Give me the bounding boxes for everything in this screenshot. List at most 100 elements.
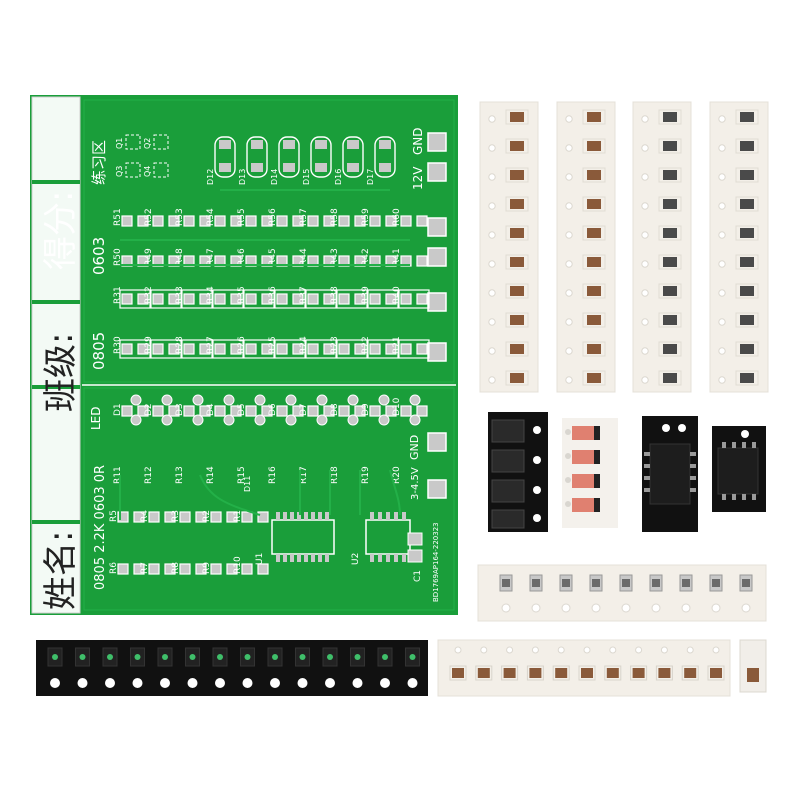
voltage-12v-label: 12V bbox=[411, 166, 425, 190]
pcb-silk-label: R21 bbox=[392, 336, 402, 354]
pcb-part-d3: D3 bbox=[175, 403, 211, 417]
pcb-part-r28: R28 bbox=[175, 336, 211, 355]
horizontal-tape-white-large bbox=[477, 564, 767, 622]
pcb-silk-label: R51 bbox=[113, 208, 123, 226]
pcb-silk-label: D1 bbox=[113, 403, 123, 416]
pcb-part-r17: R17 bbox=[299, 466, 309, 484]
board-code-label: BD1769AP164-220323 bbox=[432, 522, 440, 602]
pcb-silk-label: D6 bbox=[268, 403, 278, 416]
pcb-part-r59: R59 bbox=[361, 208, 397, 227]
pcb-part-d1: D1 bbox=[113, 403, 149, 417]
size-0603-label: 0603 bbox=[90, 237, 108, 275]
pcb-part-r8: R8 bbox=[171, 562, 207, 575]
pcb-silk-label: R27 bbox=[206, 336, 216, 354]
pcb-part-r56: R56 bbox=[268, 208, 304, 227]
soic-single bbox=[712, 426, 766, 512]
spec-line-label: 0805 2.2K 0603 0R bbox=[93, 465, 108, 590]
vertical-component-tapes bbox=[479, 101, 769, 393]
pcb-part-d9: D9 bbox=[361, 403, 397, 417]
pcb-silk-label: R39 bbox=[361, 286, 371, 304]
pcb-silk-label: R40 bbox=[392, 286, 402, 304]
pcb-part-r41: R41 bbox=[392, 248, 428, 267]
pcb-silk-label: R11 bbox=[113, 466, 123, 484]
vertical-tape-1 bbox=[479, 101, 539, 393]
edge-pads bbox=[427, 132, 447, 499]
pcb-silk-label: R59 bbox=[361, 208, 371, 226]
pcb-silk-label: D16 bbox=[334, 169, 343, 185]
pcb-silk-label: R17 bbox=[299, 466, 309, 484]
pcb-silk-label: R14 bbox=[206, 466, 216, 484]
pcb-part-r11: R11 bbox=[113, 466, 123, 484]
pcb-part-r12: R12 bbox=[144, 466, 154, 484]
pcb-silk-label: R31 bbox=[113, 286, 123, 304]
pcb-silk-label: Q2 bbox=[143, 138, 152, 149]
pcb-part-d5: D5 bbox=[237, 403, 273, 417]
pcb-part-r33: R33 bbox=[175, 286, 211, 305]
horizontal-tape-white-small bbox=[437, 639, 731, 697]
pcb-part-r13: R13 bbox=[175, 466, 185, 484]
pcb-part-r37: R37 bbox=[299, 286, 335, 305]
pcb-silk-label: R53 bbox=[175, 208, 185, 226]
pcb-part-r18: R18 bbox=[330, 466, 340, 484]
pcb-part-d13: D13 bbox=[238, 136, 268, 185]
pcb-part-q4: Q4 bbox=[143, 162, 169, 178]
pcb-part-q1: Q1 bbox=[115, 134, 141, 150]
pcb-part-r23: R23 bbox=[330, 336, 366, 355]
pcb-silk-label: D5 bbox=[237, 403, 247, 416]
size-0805-label: 0805 bbox=[90, 332, 108, 370]
pcb-silk-label: D8 bbox=[330, 403, 340, 416]
pcb-silk-label: R57 bbox=[299, 208, 309, 226]
pcb-part-r4: R4 bbox=[140, 510, 176, 523]
pcb-silk-label: R13 bbox=[175, 466, 185, 484]
pcb-part-r29: R29 bbox=[144, 336, 180, 355]
pcb-part-r52: R52 bbox=[144, 208, 180, 227]
pcb-silk-label: R32 bbox=[144, 286, 154, 304]
pcb-silk-label: R1 bbox=[233, 510, 243, 522]
soic-tape bbox=[642, 416, 698, 532]
pcb-part-r10: R10 bbox=[233, 556, 269, 575]
pcb-part-r40: R40 bbox=[392, 286, 428, 305]
pcb-traces bbox=[119, 189, 410, 520]
pcb-silk-label: R6 bbox=[109, 562, 119, 574]
pcb-silk-label: R43 bbox=[330, 248, 340, 266]
pcb-silk-label: D9 bbox=[361, 403, 371, 416]
pcb-silk-label: Q1 bbox=[115, 138, 124, 149]
pcb-part-r3: R3 bbox=[171, 510, 207, 523]
pcb-silk-label: R24 bbox=[299, 336, 309, 354]
pcb-part-r6: R6 bbox=[109, 562, 145, 575]
pcb-silk-label: D4 bbox=[206, 403, 216, 416]
pcb-part-r22: R22 bbox=[361, 336, 397, 355]
pcb-part-r35: R35 bbox=[237, 286, 273, 305]
pcb-silk-label: D3 bbox=[175, 403, 185, 416]
pcb-part-d2: D2 bbox=[144, 403, 180, 417]
pcb-silk-label: D13 bbox=[238, 169, 247, 185]
pcb-part-r26: R26 bbox=[237, 336, 273, 355]
pcb-silk-label: R35 bbox=[237, 286, 247, 304]
pcb-part-d7: D7 bbox=[299, 403, 335, 417]
pcb-silk-label: R36 bbox=[268, 286, 278, 304]
pcb-part-d4: D4 bbox=[206, 403, 242, 417]
pcb-silk-label: R16 bbox=[268, 466, 278, 484]
pcb-silk-label: R44 bbox=[299, 248, 309, 266]
pcb-silk-label: R33 bbox=[175, 286, 185, 304]
c1-label: C1 bbox=[413, 570, 423, 582]
pcb-silk-label: D12 bbox=[206, 169, 215, 185]
pcb-part-r36: R36 bbox=[268, 286, 304, 305]
pcb-silk-label: R23 bbox=[330, 336, 340, 354]
pcb-silk-label: R7 bbox=[140, 562, 150, 574]
gnd-mid-label: GND bbox=[408, 435, 421, 460]
pcb-part-r32: R32 bbox=[144, 286, 180, 305]
pcb-part-r34: R34 bbox=[206, 286, 242, 305]
pcb-silk-label: R9 bbox=[202, 562, 212, 574]
loose-component bbox=[739, 639, 767, 693]
pcb-part-r57: R57 bbox=[299, 208, 335, 227]
pcb-silk-label: R49 bbox=[144, 248, 154, 266]
pcb-part-r15: R15 bbox=[237, 466, 247, 484]
pcb-part-r53: R53 bbox=[175, 208, 211, 227]
pcb-silk-label: D10 bbox=[392, 397, 402, 416]
vertical-tape-2 bbox=[556, 101, 616, 393]
pcb-silk-label: R46 bbox=[237, 248, 247, 266]
horizontal-tape-black-led bbox=[36, 640, 428, 696]
